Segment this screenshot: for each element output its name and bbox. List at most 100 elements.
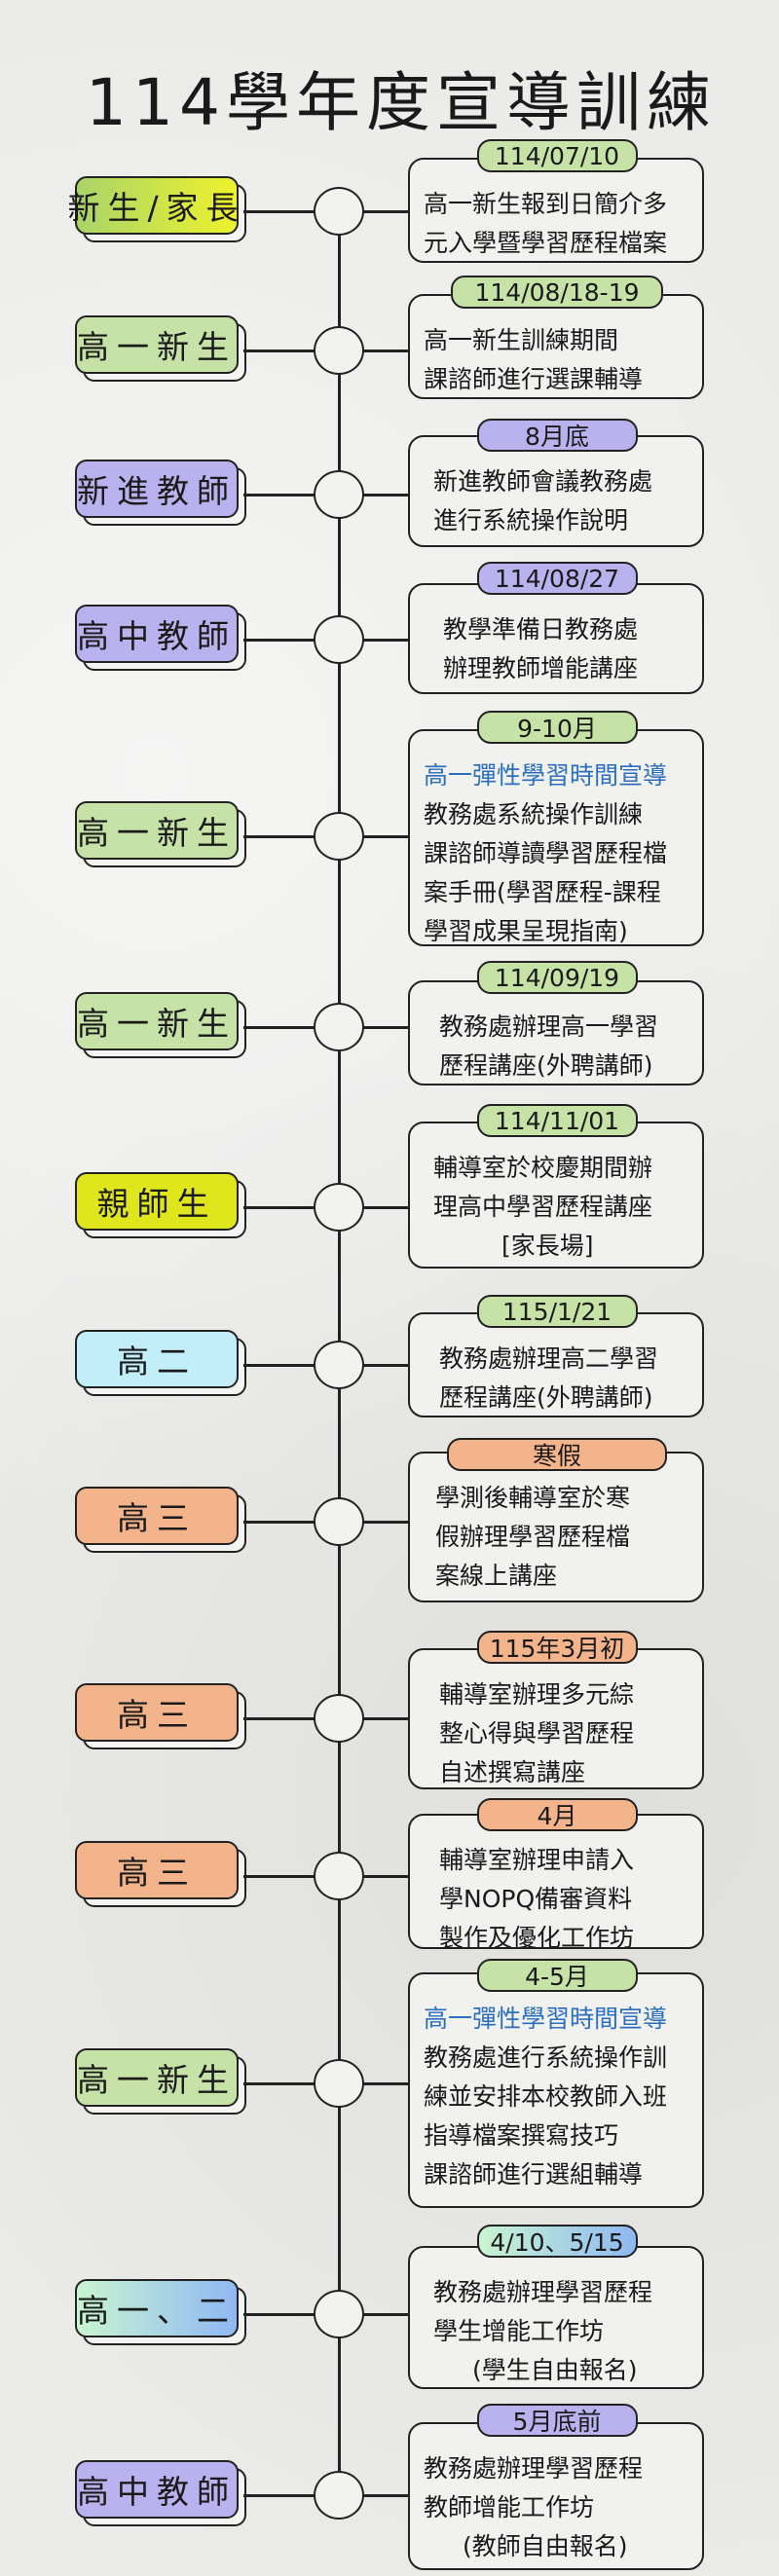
event-description-line: 教務處辦理高一學習 bbox=[439, 1012, 659, 1041]
event-description-line: 課諮師導讀學習歷程檔 bbox=[424, 839, 668, 867]
event-description-box: 教務處辦理高一學習歷程講座(外聘講師) bbox=[408, 980, 704, 1086]
event-description-line: 課諮師進行選組輔導 bbox=[424, 2160, 644, 2189]
connector-line bbox=[243, 2313, 316, 2316]
audience-label: 高中教師 bbox=[75, 605, 239, 663]
audience-label: 高三 bbox=[75, 1683, 239, 1742]
connector-line bbox=[243, 1364, 316, 1367]
connector-line bbox=[362, 494, 409, 497]
event-description-line: 假辦理學習歷程檔 bbox=[435, 1523, 631, 1551]
event-description-line: 製作及優化工作坊 bbox=[439, 1924, 635, 1952]
event-description-box: 教務處辦理高二學習歷程講座(外聘講師) bbox=[408, 1312, 704, 1417]
event-description-box: 教學準備日教務處辦理教師增能講座 bbox=[408, 583, 704, 694]
timeline-node bbox=[314, 2471, 364, 2520]
audience-label: 高一新生 bbox=[75, 992, 239, 1050]
audience-label: 高一、二 bbox=[75, 2279, 239, 2337]
audience-label: 高一新生 bbox=[75, 801, 239, 860]
connector-line bbox=[243, 1206, 316, 1209]
event-description-line: 整心得與學習歷程 bbox=[439, 1719, 635, 1748]
audience-label: 新進教師 bbox=[75, 460, 239, 518]
event-date-badge: 115/1/21 bbox=[476, 1295, 638, 1328]
event-description-box: 高一新生報到日簡介多元入學暨學習歷程檔案 bbox=[408, 158, 704, 263]
audience-label: 高一新生 bbox=[75, 2048, 239, 2107]
event-description-line: [家長場] bbox=[501, 1232, 594, 1260]
connector-line bbox=[362, 1206, 409, 1209]
event-description-line: 教師增能工作坊 bbox=[424, 2493, 595, 2521]
event-description-line: 辦理教師增能講座 bbox=[443, 654, 639, 682]
timeline-node bbox=[314, 1341, 364, 1389]
timeline-node bbox=[314, 615, 364, 664]
event-description-line: 歷程講座(外聘講師) bbox=[439, 1383, 653, 1412]
event-description-line: 高一新生報到日簡介多 bbox=[424, 190, 668, 218]
connector-line bbox=[243, 1717, 316, 1720]
connector-line bbox=[243, 639, 316, 642]
audience-label: 親師生 bbox=[75, 1172, 239, 1231]
event-description-line: 課諮師進行選課輔導 bbox=[424, 365, 644, 393]
event-date-badge: 115年3月初 bbox=[476, 1631, 638, 1664]
timeline-node bbox=[314, 470, 364, 519]
event-description-line: 學習成果呈現指南) bbox=[424, 917, 628, 945]
event-description-box: 新進教師會議教務處進行系統操作說明 bbox=[408, 435, 704, 547]
event-description-line: 案線上講座 bbox=[435, 1562, 558, 1590]
event-description-line: (學生自由報名) bbox=[472, 2356, 638, 2384]
connector-line bbox=[362, 210, 409, 213]
connector-line bbox=[362, 1717, 409, 1720]
event-description-box: 教務處辦理學習歷程教師增能工作坊(教師自由報名) bbox=[408, 2422, 704, 2570]
connector-line bbox=[362, 2313, 409, 2316]
timeline-node bbox=[314, 2059, 364, 2108]
connector-line bbox=[362, 835, 409, 838]
event-date-badge: 4-5月 bbox=[476, 1959, 638, 1992]
event-description-box: 高一彈性學習時間宣導教務處系統操作訓練課諮師導讀學習歷程檔案手冊(學習歷程-課程… bbox=[408, 729, 704, 946]
event-description-line: 指導檔案撰寫技巧 bbox=[424, 2121, 619, 2150]
connector-line bbox=[243, 2082, 316, 2085]
event-highlight-text: 高一彈性學習時間宣導 bbox=[424, 2005, 668, 2033]
connector-line bbox=[243, 210, 316, 213]
timeline-node bbox=[314, 1497, 364, 1546]
connector-line bbox=[243, 1875, 316, 1878]
page-title: 114學年度宣導訓練 bbox=[86, 65, 717, 140]
event-description-line: 學生增能工作坊 bbox=[433, 2317, 605, 2345]
audience-label: 高中教師 bbox=[75, 2460, 239, 2519]
event-description-line: 輔導室於校慶期間辦 bbox=[433, 1154, 653, 1182]
event-description-line: 案手冊(學習歷程-課程 bbox=[424, 878, 661, 906]
timeline-node bbox=[314, 1003, 364, 1051]
event-description-line: 教務處系統操作訓練 bbox=[424, 800, 644, 828]
event-date-badge: 4/10、5/15 bbox=[476, 2225, 638, 2258]
connector-line bbox=[362, 2494, 409, 2497]
event-description-line: 自述撰寫講座 bbox=[439, 1758, 586, 1786]
event-description-line: 新進教師會議教務處 bbox=[433, 467, 653, 496]
connector-line bbox=[243, 2494, 316, 2497]
event-description-line: 教學準備日教務處 bbox=[443, 615, 639, 644]
audience-label: 高一新生 bbox=[75, 315, 239, 374]
event-date-badge: 4月 bbox=[476, 1798, 638, 1831]
event-description-line: 高一新生訓練期間 bbox=[424, 326, 619, 354]
event-description-line: 教務處進行系統操作訓 bbox=[424, 2043, 668, 2072]
event-description-box: 教務處辦理學習歷程學生增能工作坊 (學生自由報名) bbox=[408, 2246, 704, 2389]
connector-line bbox=[362, 2082, 409, 2085]
audience-label: 高三 bbox=[75, 1487, 239, 1545]
event-date-badge: 114/09/19 bbox=[476, 961, 638, 994]
event-description-box: 學測後輔導室於寒假辦理學習歷程檔案線上講座 bbox=[408, 1452, 704, 1602]
audience-label: 高二 bbox=[75, 1330, 239, 1388]
timeline-node bbox=[314, 2290, 364, 2338]
event-date-badge: 114/08/18-19 bbox=[451, 276, 663, 309]
event-description-line: 教務處辦理學習歷程 bbox=[424, 2454, 644, 2483]
event-highlight-text: 高一彈性學習時間宣導 bbox=[424, 761, 668, 790]
event-description-line: 元入學暨學習歷程檔案 bbox=[424, 229, 668, 257]
timeline-node bbox=[314, 1694, 364, 1743]
timeline-node bbox=[314, 812, 364, 861]
event-description-line: 輔導室辦理多元綜 bbox=[439, 1680, 635, 1709]
timeline-node bbox=[314, 1852, 364, 1900]
event-description-box: 輔導室辦理多元綜整心得與學習歷程自述撰寫講座 bbox=[408, 1648, 704, 1789]
event-description-line: 教務處辦理高二學習 bbox=[439, 1344, 659, 1373]
event-date-badge: 5月底前 bbox=[476, 2404, 638, 2437]
connector-line bbox=[362, 1364, 409, 1367]
event-description-line: 教務處辦理學習歷程 bbox=[433, 2278, 653, 2306]
event-date-badge: 寒假 bbox=[447, 1438, 667, 1471]
audience-label: 新生/家長 bbox=[67, 176, 239, 235]
event-date-badge: 114/07/10 bbox=[476, 139, 638, 172]
timeline-node bbox=[314, 187, 364, 236]
event-description-line: 學測後輔導室於寒 bbox=[435, 1484, 631, 1512]
event-date-badge: 114/08/27 bbox=[476, 562, 638, 595]
connector-line bbox=[243, 835, 316, 838]
event-date-badge: 9-10月 bbox=[476, 711, 638, 744]
